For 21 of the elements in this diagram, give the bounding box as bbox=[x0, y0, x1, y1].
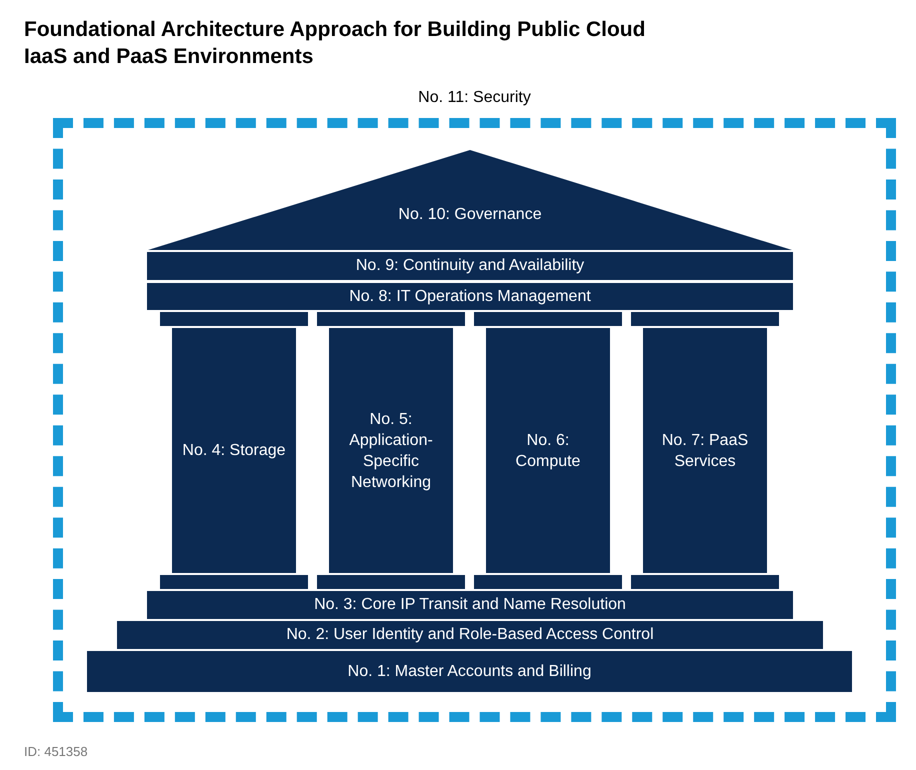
layer-bar: No. 2: User Identity and Role-Based Access Control bbox=[117, 621, 823, 649]
layer-bar: No. 9: Continuity and Availability bbox=[147, 252, 793, 280]
layer-bar: No. 1: Master Accounts and Billing bbox=[87, 651, 852, 692]
pillar-slab bbox=[474, 312, 622, 326]
pillar-slab bbox=[160, 312, 308, 326]
source-note: ID: 451358 bbox=[24, 744, 88, 759]
layer-bar: No. 3: Core IP Transit and Name Resolution bbox=[147, 591, 793, 619]
pillar-slab bbox=[160, 575, 308, 589]
pillar-slab bbox=[631, 312, 779, 326]
layer-bar: No. 8: IT Operations Management bbox=[147, 283, 793, 310]
pillar-slab bbox=[474, 575, 622, 589]
frame-heading: No. 11: Security bbox=[417, 89, 532, 107]
pillar-slab bbox=[317, 312, 465, 326]
pillar: No. 6: Compute bbox=[486, 328, 610, 573]
roof-pediment: No. 10: Governance bbox=[148, 150, 792, 250]
diagram-title: Foundational Architecture Approach for Building Public Cloud IaaS and PaaS Environments bbox=[24, 17, 646, 70]
pillar-slab bbox=[317, 575, 465, 589]
pillar-slab bbox=[631, 575, 779, 589]
pillar: No. 7: PaaS Services bbox=[643, 328, 767, 573]
pillar: No. 5: Application-Specific Networking bbox=[329, 328, 453, 573]
pillar: No. 4: Storage bbox=[172, 328, 296, 573]
